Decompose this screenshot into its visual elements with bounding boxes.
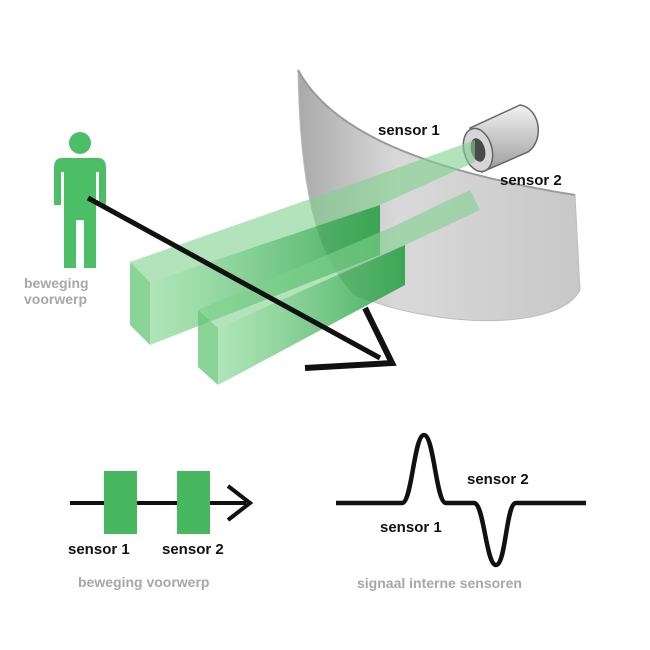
sensor-2-block xyxy=(177,471,210,534)
signal-caption: signaal interne sensoren xyxy=(357,575,522,591)
signal-sensor-1-label: sensor 1 xyxy=(380,519,442,536)
sensor-2-label: sensor 2 xyxy=(500,172,562,189)
schematic-sensor-2-label: sensor 2 xyxy=(162,541,224,558)
sensor-1-block xyxy=(104,471,137,534)
schematic-caption: beweging voorwerp xyxy=(78,574,210,590)
sensor-cylinder-icon xyxy=(462,104,539,174)
sensor-1-label: sensor 1 xyxy=(378,122,440,139)
movement-label-line1: beweging xyxy=(24,275,89,291)
beam-2 xyxy=(198,190,480,385)
motion-arrow xyxy=(86,195,397,371)
signal-waveform xyxy=(336,432,586,568)
motion-schematic xyxy=(70,471,254,534)
schematic-sensor-1-label: sensor 1 xyxy=(68,541,130,558)
movement-label-line2: voorwerp xyxy=(24,291,88,307)
person-icon xyxy=(54,132,106,268)
signal-sensor-2-label: sensor 2 xyxy=(467,471,529,488)
